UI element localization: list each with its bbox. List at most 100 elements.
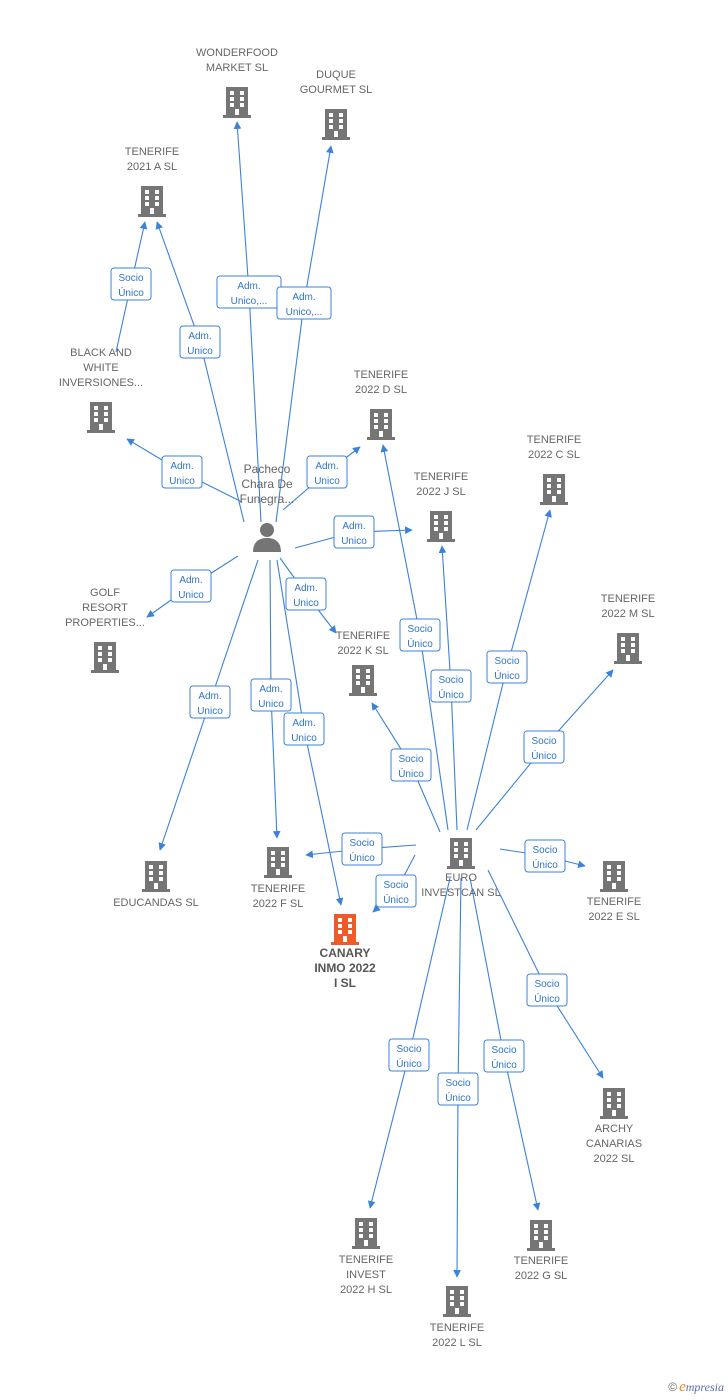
edge-label-line: Único: [445, 1091, 471, 1104]
node-label-line: TENERIFE: [414, 471, 468, 483]
edge-label-line: Unico: [341, 536, 367, 547]
edge-label-line: Socio: [531, 736, 556, 747]
company-node-educandas[interactable]: EDUCANDAS SL: [113, 861, 199, 909]
edge-label-line: Adm.: [315, 461, 338, 472]
edge-label-line: Único: [438, 688, 464, 701]
edge-label-person-to-ten2022j[interactable]: Adm.Unico: [333, 515, 375, 549]
edge-label-line: Adm.: [294, 583, 317, 594]
edge-label-person-to-ten2021a[interactable]: Adm. Unico: [179, 325, 221, 359]
edge-label-line: Adm.: [179, 575, 202, 586]
edge-label-line: Unico: [197, 706, 223, 717]
building-icon: [427, 511, 455, 542]
building-icon: [614, 633, 642, 664]
node-label-line: I SL: [334, 976, 356, 990]
edge-label-person-to-canary[interactable]: Adm.Unico: [283, 712, 325, 746]
node-label-line: TENERIFE: [527, 434, 581, 446]
edge-label-person-to-blackwhite[interactable]: Adm.Unico: [161, 455, 203, 489]
edge-label-line: Único: [407, 637, 433, 650]
building-icon: [600, 861, 628, 892]
node-label-line: TENERIFE: [514, 1255, 568, 1267]
person-icon: [253, 523, 281, 552]
edge-label-line: Socio: [118, 273, 143, 284]
edge-label-person-to-ten2022f[interactable]: Adm.Unico: [250, 678, 292, 712]
company-node-golf[interactable]: GOLFRESORTPROPERTIES...: [65, 587, 145, 673]
node-label-line: BLACK AND: [70, 347, 132, 359]
edge-label-person-to-wonderfood[interactable]: Adm.Unico,...: [216, 275, 282, 309]
edge-label-person-to-duque[interactable]: Adm.Unico,...: [276, 286, 332, 320]
edge-label-line: Único: [398, 767, 424, 780]
node-label-line: TENERIFE: [354, 369, 408, 381]
brand-watermark: ©empresia: [668, 1379, 724, 1396]
node-label-line: INMO 2022: [314, 961, 376, 975]
node-label-line: TENERIFE: [125, 146, 179, 158]
node-label-line: TENERIFE: [587, 896, 641, 908]
edge-label-line: Único: [396, 1057, 422, 1070]
company-node-blackwhite[interactable]: BLACK ANDWHITEINVERSIONES...: [59, 347, 143, 433]
edge-label-line: Adm.: [188, 331, 211, 342]
node-label-line: ARCHY: [595, 1123, 634, 1135]
building-icon: [349, 665, 377, 696]
edge-label-box: [333, 515, 375, 549]
brand-logo-initial: e: [679, 1379, 686, 1395]
edge-label-line: Adm.: [237, 281, 260, 292]
building-icon: [447, 838, 475, 869]
building-icon: [138, 186, 166, 217]
edge-label-person-to-golf[interactable]: Adm.Unico: [170, 569, 212, 603]
copyright-symbol: ©: [668, 1380, 678, 1394]
edge-label-box: [250, 678, 292, 712]
edge-label-person-to-educandas[interactable]: Adm.Unico: [189, 685, 231, 719]
edge-label-line: Socio: [445, 1078, 470, 1089]
edge-label-line: Único: [383, 893, 409, 906]
edge-label-box: [399, 618, 441, 652]
node-label-line: 2022 L SL: [432, 1337, 482, 1349]
edge-label-line: Unico: [187, 346, 213, 357]
edge-label-line: Único: [534, 992, 560, 1005]
node-label-line: 2022 K SL: [337, 645, 388, 657]
edge-label-line: Adm.: [292, 718, 315, 729]
edge-label-person-to-ten2022k[interactable]: Adm.Unico: [285, 577, 327, 611]
edge-label-line: Socio: [396, 1044, 421, 1055]
node-label-line: GOURMET SL: [300, 84, 373, 96]
edge-label-box: [388, 1038, 430, 1072]
edge-label-person-to-ten2022d[interactable]: Adm.Unico: [306, 455, 348, 489]
edge-label-line: Unico,...: [286, 307, 323, 318]
edge-label-line: Único: [349, 851, 375, 864]
edge-label-line: Socio: [407, 624, 432, 635]
node-label-line: WONDERFOOD: [196, 47, 278, 59]
node-label-line: PROPERTIES...: [65, 617, 145, 629]
node-label-line: Pacheco: [244, 462, 291, 476]
building-icon: [142, 861, 170, 892]
node-label-line: INVESTCAN SL: [421, 887, 500, 899]
brand-logo-text: mpresia: [685, 1380, 724, 1394]
